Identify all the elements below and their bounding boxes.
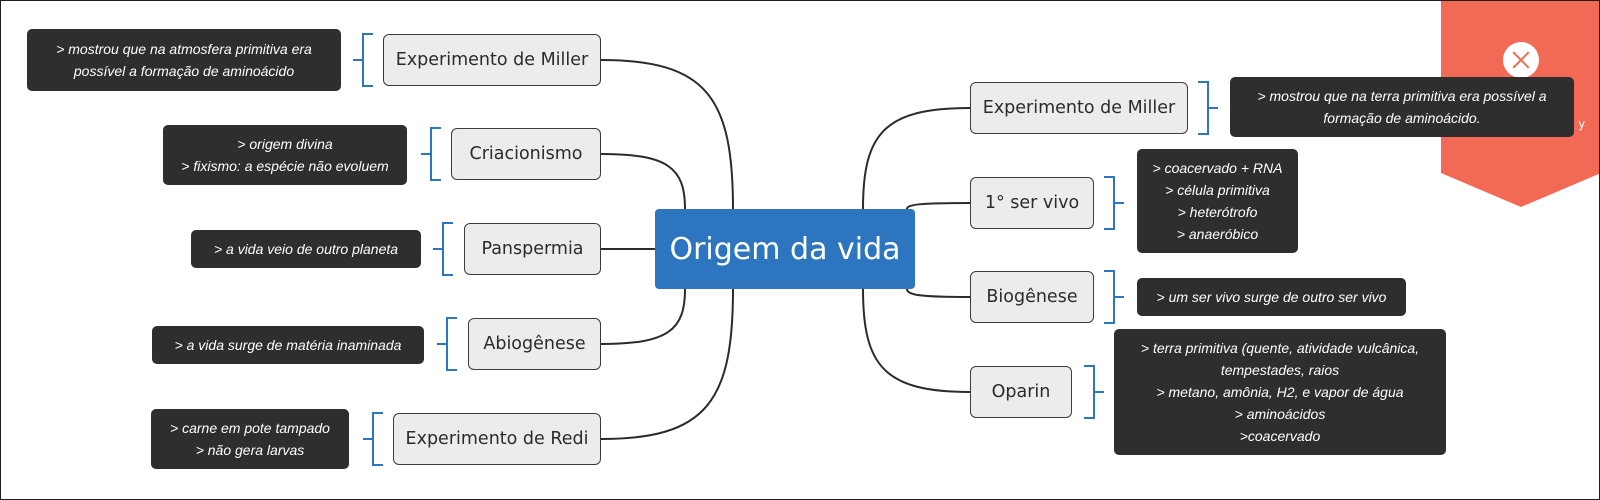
note-primeiro-ser-vivo: > coacervado + RNA > célula primitiva > …: [1137, 149, 1298, 253]
central-topic[interactable]: Origem da vida: [655, 209, 915, 289]
note-bracket: [1084, 365, 1095, 419]
note-bracket: [442, 222, 453, 276]
note-bracket: [372, 412, 383, 466]
connector-line: [600, 59, 734, 210]
note-line: > célula primitiva: [1165, 182, 1270, 198]
note-line: > a vida veio de outro planeta: [213, 241, 399, 257]
topic-abiogenese[interactable]: Abiogênese: [468, 318, 601, 370]
note-line: > terra primitiva (quente, atividade vul…: [1140, 340, 1420, 356]
connector-line: [600, 288, 686, 345]
connector-line: [600, 288, 734, 440]
note-line: tempestades, raios: [1220, 362, 1340, 378]
note-criacionismo: > origem divina > fixismo: a espécie não…: [163, 125, 407, 185]
note-line: > aminoácidos: [1234, 406, 1326, 422]
note-panspermia: > a vida veio de outro planeta: [191, 230, 421, 268]
note-biogenese: > um ser vivo surge de outro ser vivo: [1137, 278, 1406, 316]
note-line: > mostrou que na terra primitiva era pos…: [1257, 88, 1547, 104]
note-bracket: [1104, 176, 1115, 230]
note-bracket: [1104, 270, 1115, 324]
note-line: > não gera larvas: [195, 442, 305, 458]
note-line: possível a formação de aminoácido: [73, 63, 295, 79]
topic-biogenese[interactable]: Biogênese: [970, 271, 1094, 323]
note-bracket: [362, 33, 373, 87]
connector-line: [906, 202, 971, 210]
connector-line: [862, 107, 971, 210]
connector-line: [862, 288, 971, 393]
note-line: > a vida surge de matéria inaminada: [174, 337, 402, 353]
note-line: formação de aminoácido.: [1323, 110, 1481, 126]
note-line: > coacervado + RNA: [1152, 160, 1283, 176]
topic-left-experimento-de-miller[interactable]: Experimento de Miller: [383, 34, 601, 86]
note-line: > um ser vivo surge de outro ser vivo: [1156, 289, 1387, 305]
connector-line: [600, 153, 686, 210]
topic-oparin[interactable]: Oparin: [970, 366, 1072, 418]
note-bracket: [446, 317, 457, 371]
note-line: >coacervado: [1239, 428, 1321, 444]
note-experimento-de-redi: > carne em pote tampado > não gera larva…: [151, 409, 349, 469]
topic-criacionismo[interactable]: Criacionismo: [451, 128, 601, 180]
note-line: > anaeróbico: [1176, 226, 1259, 242]
topic-primeiro-ser-vivo[interactable]: 1° ser vivo: [970, 177, 1094, 229]
note-line: > mostrou que na atmosfera primitiva era: [56, 41, 312, 57]
note-line: > carne em pote tampado: [170, 420, 330, 436]
connector-line: [906, 288, 971, 298]
note-bracket: [1198, 81, 1209, 135]
close-icon[interactable]: [1503, 42, 1539, 78]
note-line: > fixismo: a espécie não evoluem: [181, 158, 389, 174]
topic-right-experimento-de-miller[interactable]: Experimento de Miller: [970, 82, 1188, 134]
note-left-experimento-de-miller: > mostrou que na atmosfera primitiva era…: [27, 29, 341, 91]
note-line: > metano, amônia, H2, e vapor de água: [1156, 384, 1404, 400]
note-abiogenese: > a vida surge de matéria inaminada: [152, 326, 424, 364]
topic-experimento-de-redi[interactable]: Experimento de Redi: [393, 413, 601, 465]
note-line: > heterótrofo: [1177, 204, 1258, 220]
note-bracket: [430, 127, 441, 181]
note-line: > origem divina: [237, 136, 333, 152]
note-oparin: > terra primitiva (quente, atividade vul…: [1114, 329, 1446, 455]
topic-panspermia[interactable]: Panspermia: [464, 223, 601, 275]
note-right-experimento-de-miller: > mostrou que na terra primitiva era pos…: [1230, 77, 1574, 137]
